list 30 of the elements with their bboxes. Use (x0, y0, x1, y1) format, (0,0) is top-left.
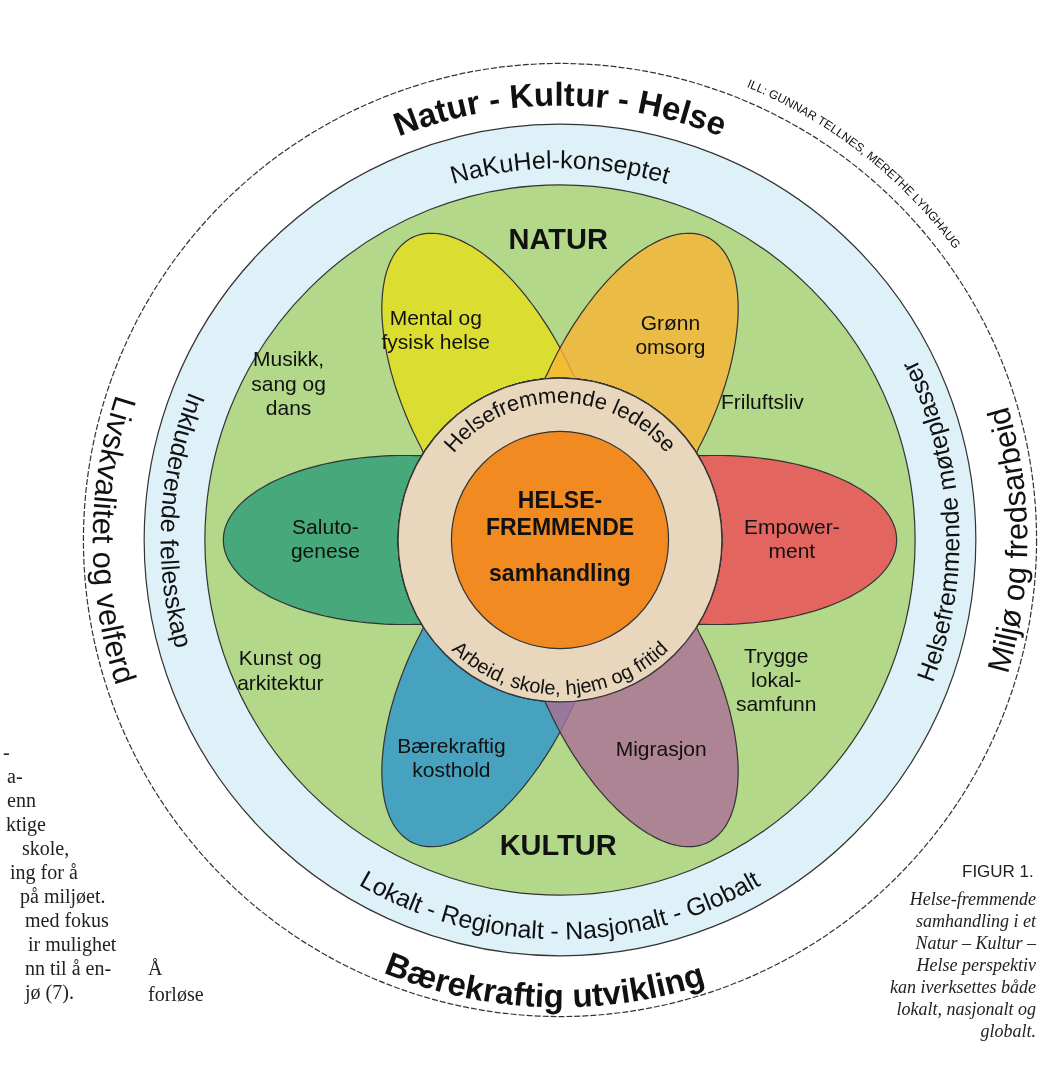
body-text: skole, (22, 838, 70, 858)
body-text: enn (7, 790, 36, 810)
body-text: ir mulighet (28, 934, 117, 954)
body-text: a- (7, 766, 23, 786)
ring-title: Natur - Kultur - Helse (388, 75, 732, 144)
figure-number: FIGUR 1. (962, 862, 1034, 882)
sector-title: KULTUR (499, 828, 617, 863)
body-text: på miljøet. (20, 886, 106, 906)
theme-label: Friluftsliv (720, 389, 804, 415)
center-title: HELSE-FREMMENDE (484, 486, 636, 542)
body-text: jø (7). (25, 982, 74, 1002)
theme-label: Musikk, sang og dans (250, 347, 327, 420)
body-text: Å (148, 958, 163, 978)
center-title: samhandling (489, 559, 631, 587)
body-text: ktige (6, 814, 46, 834)
body-text: forløse (148, 984, 204, 1004)
theme-label: Trygge lokal-samfunn (734, 643, 818, 717)
body-text: med fokus (25, 910, 109, 930)
body-text: - (3, 742, 10, 762)
body-text: ing for å (10, 862, 78, 882)
petal-label: Migrasjon (615, 736, 707, 761)
body-text: nn til å en- (25, 958, 112, 978)
petal-label: Empower-ment (742, 514, 841, 564)
figure-caption: Helse-fremmende samhandling i et Natur – Kultur – Helse perspektiv kan iverksettes både lokalt, nasjonalt og globalt. (889, 888, 1036, 1042)
theme-label: Kunst og arkitektur (236, 646, 325, 695)
petal-label: Saluto-genese (289, 514, 361, 564)
petal-label: Grønn omsorg (634, 310, 707, 359)
ring-title: NaKuHel-konseptet (447, 145, 674, 189)
sector-title: NATUR (508, 223, 608, 257)
petal-label: Bærekraftig kosthold (396, 733, 507, 783)
